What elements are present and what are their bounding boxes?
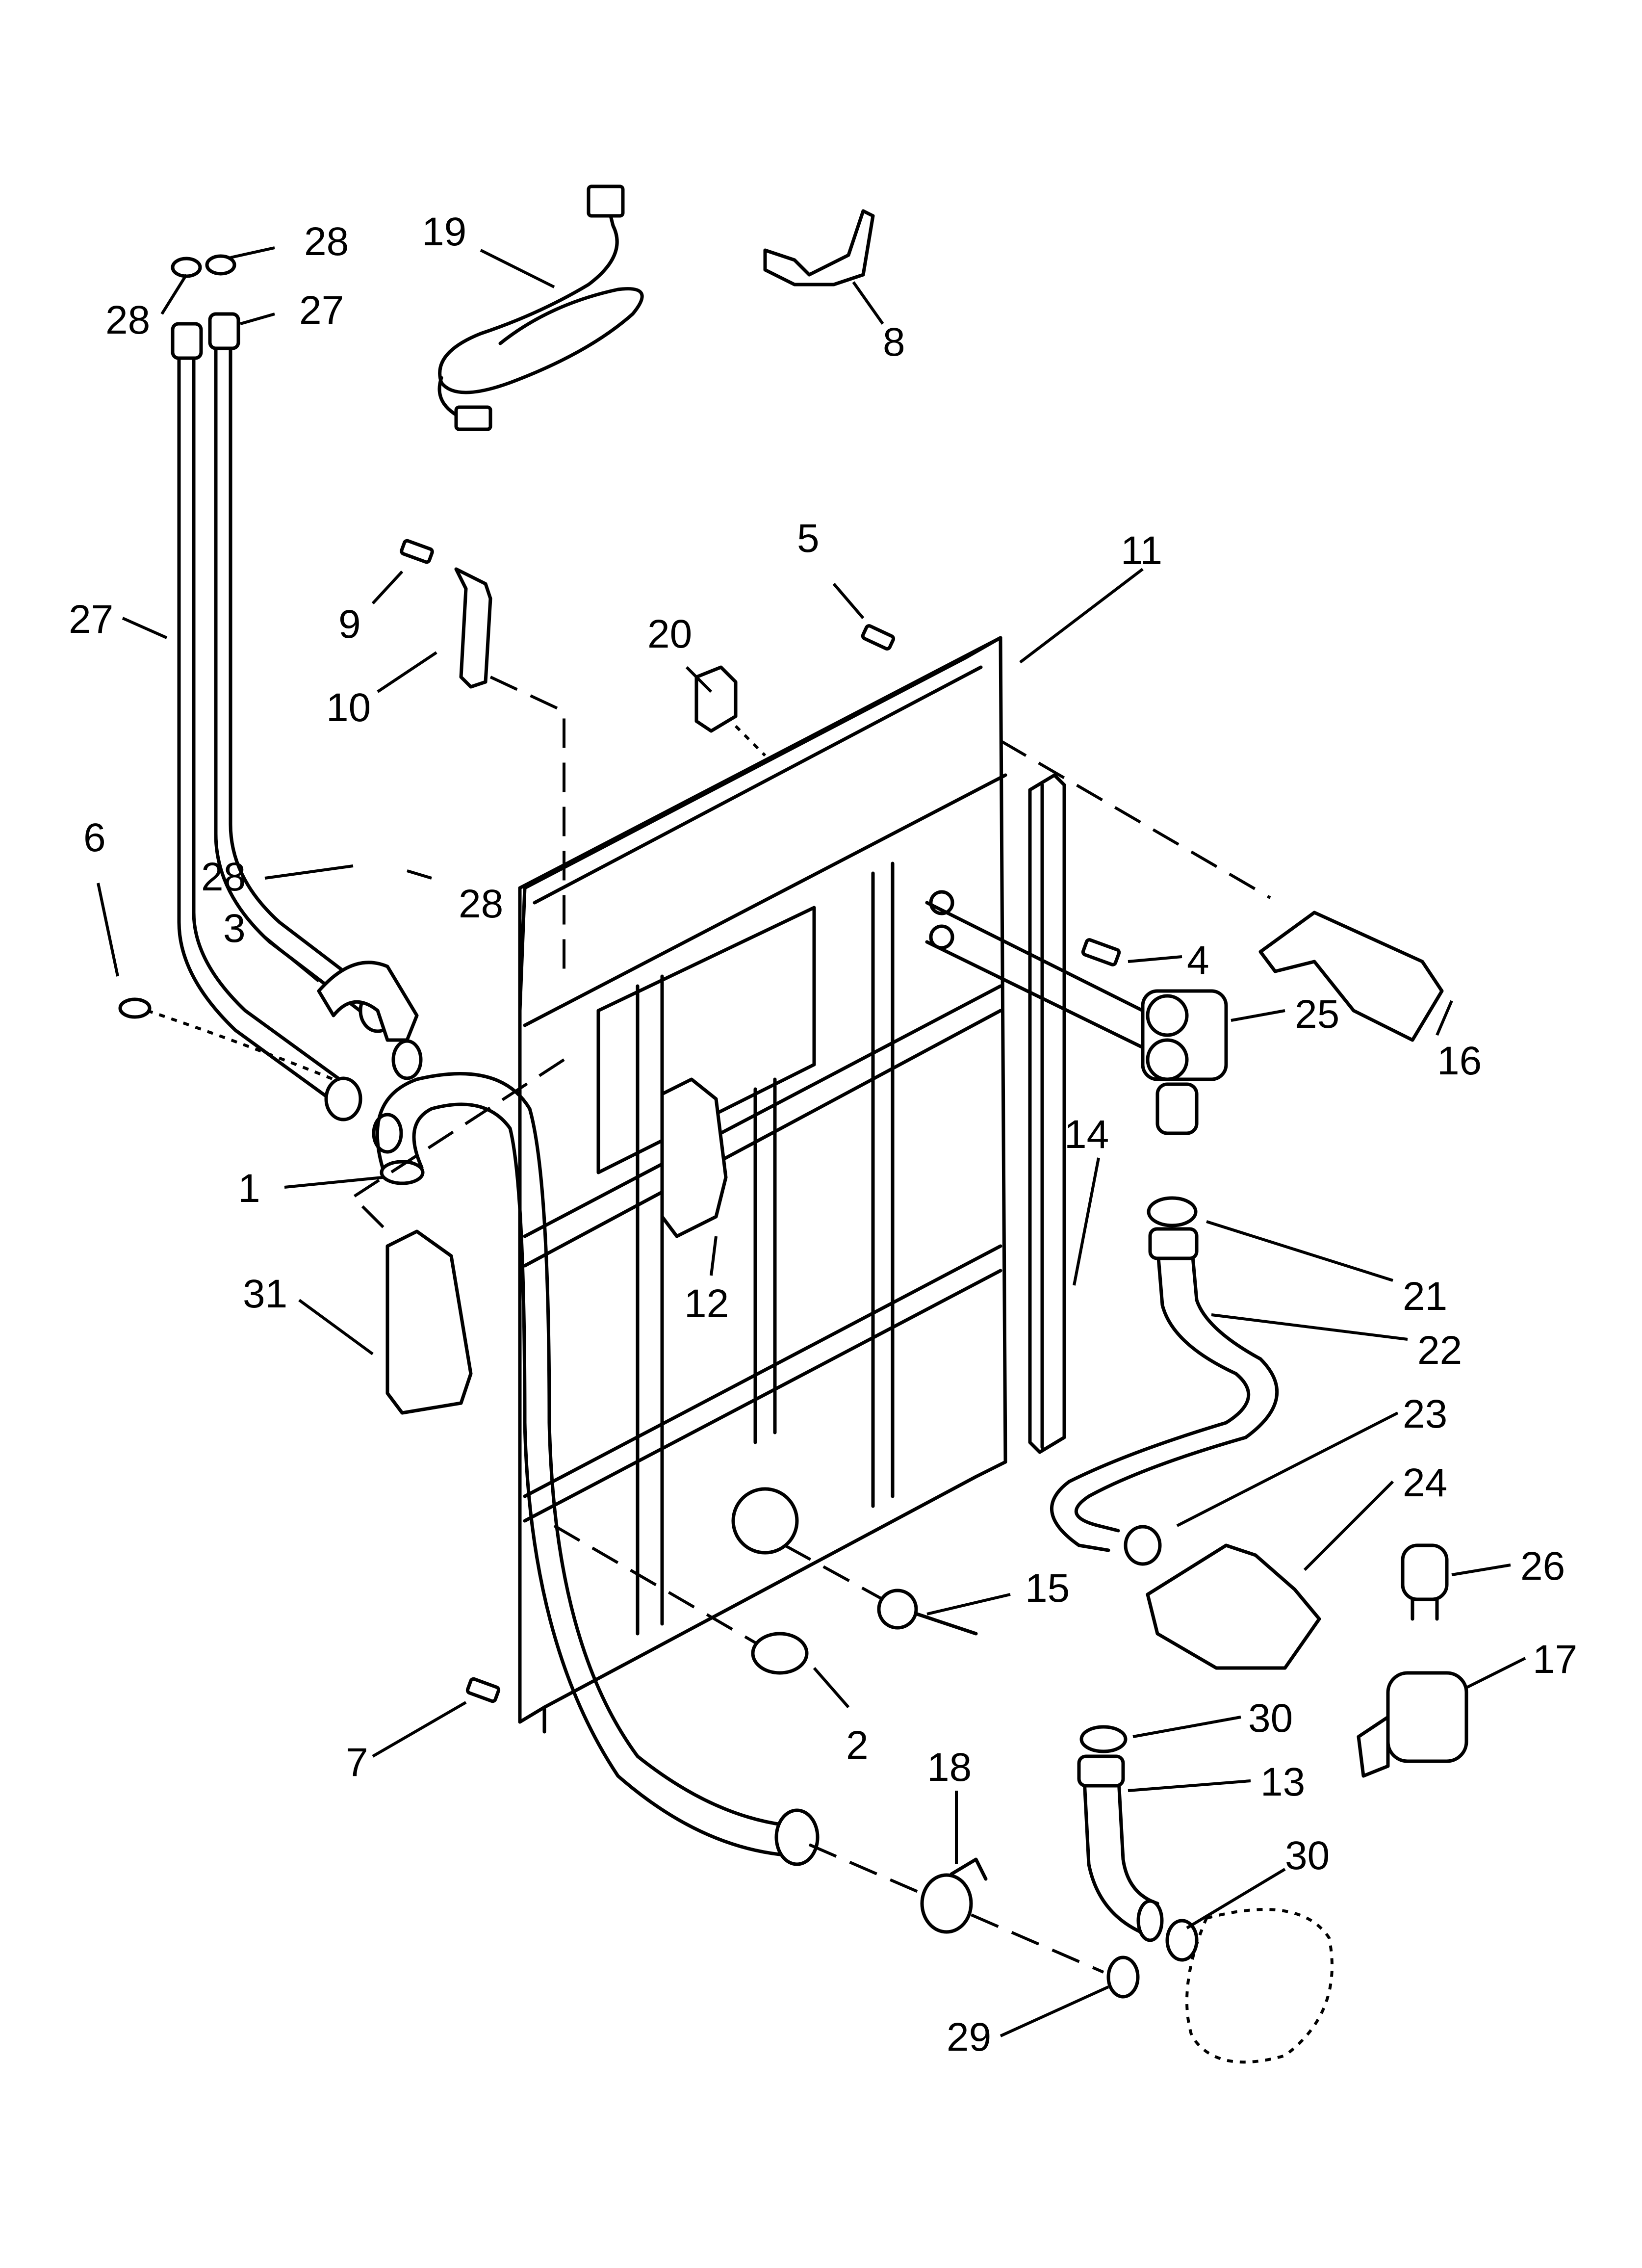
callout-13: 13 [1260, 1760, 1305, 1804]
callout-23: 23 [1403, 1392, 1447, 1436]
bracket-31 [351, 1058, 565, 1415]
leader-lines [97, 246, 1526, 2037]
callout-labels: 28 28 27 27 19 8 9 10 5 11 20 6 28 28 3 … [69, 209, 1577, 2059]
fill-hose [1050, 1196, 1279, 1552]
callout-27: 27 [299, 288, 344, 333]
coupler [920, 1857, 988, 1934]
callout-14: 14 [1064, 1112, 1109, 1157]
air-dome [1124, 1525, 1321, 1670]
callout-19: 19 [422, 209, 466, 254]
callout-8: 8 [883, 320, 905, 365]
callout-12: 12 [684, 1281, 729, 1326]
bracket-8 [763, 209, 875, 287]
callout-30: 30 [1285, 1833, 1330, 1878]
callout-1: 1 [238, 1166, 260, 1211]
callout-24: 24 [1403, 1460, 1447, 1505]
screw-7 [465, 1677, 501, 1703]
callout-17: 17 [1533, 1637, 1577, 1682]
callout-22: 22 [1417, 1328, 1462, 1373]
bracket-16 [1000, 739, 1444, 1042]
screw-9-strap-10 [400, 539, 565, 981]
callout-28: 28 [304, 219, 349, 264]
washers [171, 254, 423, 1154]
clip-3 [317, 961, 419, 1042]
pump-hose [1077, 1725, 1334, 2064]
callout-30: 30 [1248, 1696, 1293, 1741]
plug-and-clamp [553, 1524, 978, 1675]
power-cord [437, 184, 644, 431]
drain-hose [375, 1072, 1104, 1974]
callout-2: 2 [846, 1723, 869, 1768]
pump [1357, 1671, 1468, 1778]
callout-16: 16 [1437, 1039, 1482, 1083]
callout-10: 10 [326, 685, 371, 730]
bracket-12 [660, 1077, 728, 1238]
callout-9: 9 [338, 602, 361, 647]
callout-29: 29 [947, 2015, 991, 2059]
callout-27: 27 [69, 597, 113, 642]
callout-3: 3 [223, 906, 246, 951]
callout-28: 28 [459, 882, 503, 926]
callout-20: 20 [647, 612, 692, 656]
callout-5: 5 [797, 516, 820, 561]
inlet-hoses [171, 312, 397, 1121]
screw-4-valve-25 [925, 901, 1228, 1135]
callout-18: 18 [927, 1745, 972, 1790]
callout-28: 28 [105, 298, 150, 342]
side-strip [1028, 773, 1066, 1454]
callout-28: 28 [201, 855, 246, 899]
callout-25: 25 [1295, 992, 1339, 1037]
capacitor [1401, 1543, 1449, 1621]
callout-31: 31 [243, 1272, 287, 1316]
rear-panel [518, 636, 1007, 1734]
callout-6: 6 [83, 815, 106, 860]
callout-21: 21 [1403, 1274, 1447, 1319]
callout-11: 11 [1121, 528, 1162, 573]
screw-5-clip-20 [694, 624, 896, 757]
callout-15: 15 [1025, 1566, 1070, 1611]
ground-strap [118, 997, 334, 1081]
callout-26: 26 [1520, 1544, 1565, 1589]
callout-7: 7 [346, 1740, 368, 1785]
callout-4: 4 [1187, 938, 1209, 983]
